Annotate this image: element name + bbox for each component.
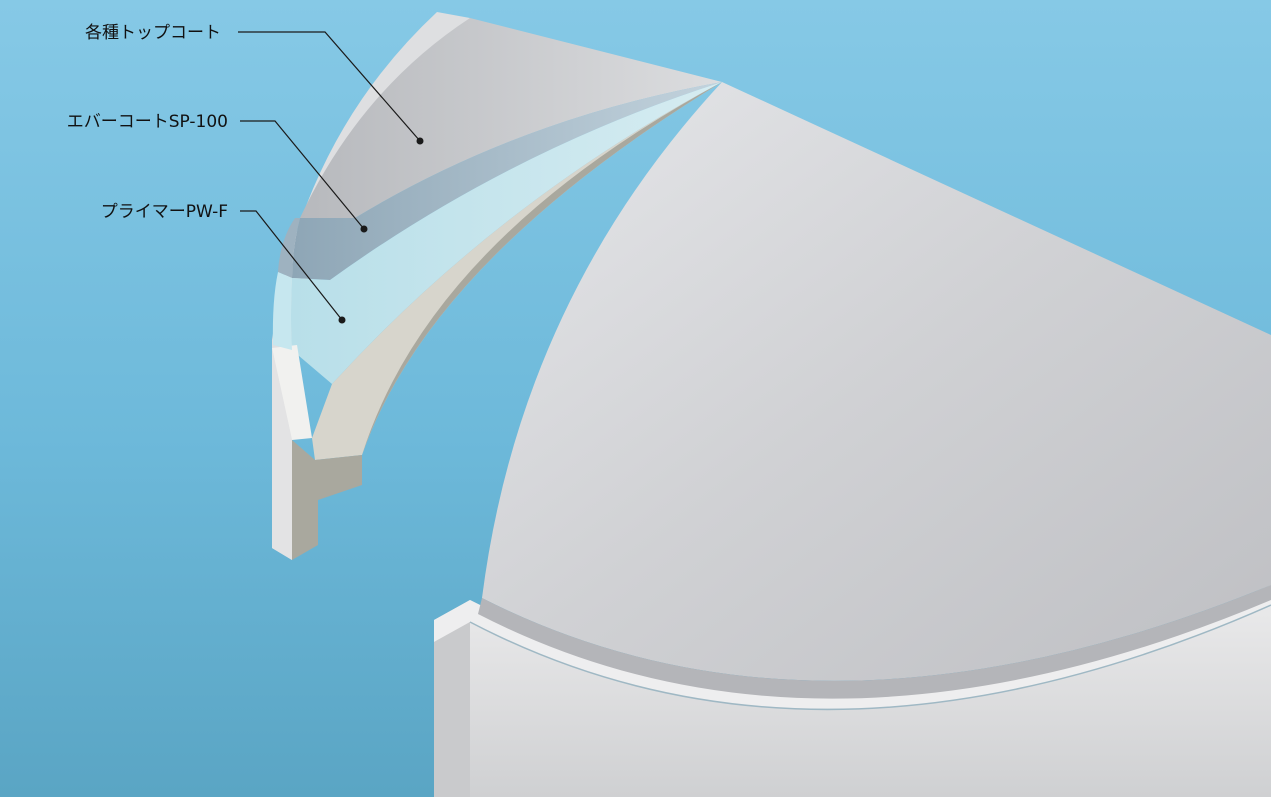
marker-top-coat	[417, 138, 424, 145]
label-primer: プライマーPW-F	[101, 202, 228, 222]
label-top-coat: 各種トップコート	[85, 23, 221, 43]
marker-ever-coat	[361, 226, 368, 233]
label-ever-coat: エバーコートSP-100	[67, 112, 228, 132]
marker-primer	[339, 317, 346, 324]
